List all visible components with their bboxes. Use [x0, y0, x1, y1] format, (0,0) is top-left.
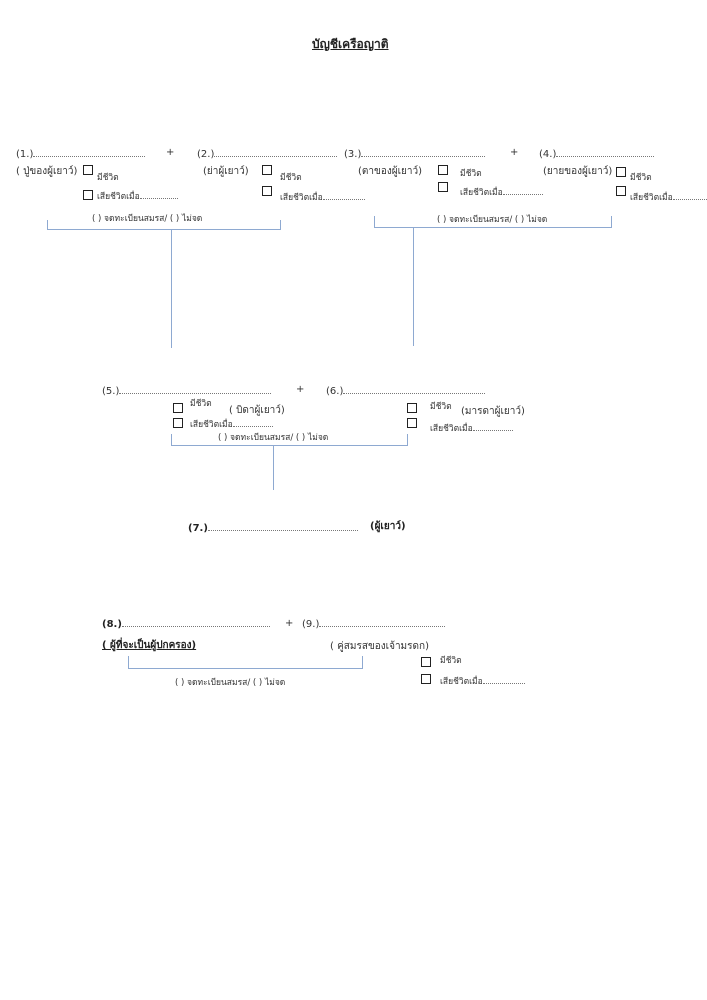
person-7-field[interactable]: (7.) — [188, 521, 358, 535]
connector-line — [128, 668, 363, 669]
plus-sign: + — [285, 618, 294, 629]
person-4-alive-checkbox[interactable] — [616, 167, 626, 177]
person-2-role: (ย่าผู้เยาว์) — [203, 166, 249, 177]
person-4-role: (ยายของผู้เยาว์) — [543, 166, 613, 177]
person-1-number: (1.) — [16, 149, 34, 160]
person-6-deceased-checkbox[interactable] — [407, 418, 417, 428]
plus-sign: + — [166, 147, 175, 158]
person-9-field[interactable]: (9.) — [302, 617, 446, 631]
person-2-deceased-checkbox[interactable] — [262, 186, 272, 196]
person-8-number: (8.) — [102, 619, 122, 630]
alive-label: มีชีวิต — [190, 399, 212, 409]
alive-label: มีชีวิต — [630, 173, 652, 183]
connector-line — [47, 229, 281, 230]
deceased-field[interactable]: เสียชีวิตเมื่อ — [440, 674, 525, 688]
person-6-field[interactable]: (6.) — [326, 384, 486, 398]
person-6-alive-checkbox[interactable] — [407, 403, 417, 413]
connector-line — [280, 220, 281, 230]
person-1-field[interactable]: (1.) — [16, 147, 146, 161]
connector-line — [273, 446, 274, 490]
person-6-number: (6.) — [326, 386, 344, 397]
connector-line — [362, 656, 363, 669]
connector-line — [128, 656, 129, 669]
person-4-number: (4.) — [539, 149, 557, 160]
person-5-number: (5.) — [102, 386, 120, 397]
alive-label: มีชีวิต — [460, 169, 482, 179]
connector-line — [171, 230, 172, 348]
person-9-deceased-checkbox[interactable] — [421, 674, 431, 684]
person-4-field[interactable]: (4.) — [539, 147, 655, 161]
person-3-deceased-checkbox[interactable] — [438, 182, 448, 192]
person-2-alive-checkbox[interactable] — [262, 165, 272, 175]
deceased-field[interactable]: เสียชีวิตเมื่อ — [430, 421, 513, 435]
plus-sign: + — [296, 384, 305, 395]
connector-line — [374, 216, 375, 228]
person-1-role: ( ปู่ของผู้เยาว์) — [16, 166, 78, 177]
person-7-role: (ผู้เยาว์) — [370, 521, 406, 532]
marriage-status-4[interactable]: ( ) จดทะเบียนสมรส/ ( ) ไม่จด — [175, 678, 286, 688]
connector-line — [611, 216, 612, 228]
deceased-field[interactable]: เสียชีวิตเมื่อ — [460, 185, 543, 199]
page-title: บัญชีเครือญาติ — [312, 37, 389, 51]
person-1-alive-checkbox[interactable] — [83, 165, 93, 175]
deceased-field[interactable]: เสียชีวิตเมื่อ — [630, 190, 707, 204]
person-4-deceased-checkbox[interactable] — [616, 186, 626, 196]
person-3-field[interactable]: (3.) — [344, 147, 486, 161]
deceased-field[interactable]: เสียชีวิตเมื่อ — [97, 189, 178, 203]
person-9-role: ( คู่สมรสของเจ้ามรดก) — [330, 641, 429, 652]
marriage-status-3[interactable]: ( ) จดทะเบียนสมรส/ ( ) ไม่จด — [218, 433, 329, 443]
alive-label: มีชีวิต — [97, 173, 119, 183]
person-9-number: (9.) — [302, 619, 320, 630]
person-9-alive-checkbox[interactable] — [421, 657, 431, 667]
person-5-field[interactable]: (5.) — [102, 384, 272, 398]
person-5-alive-checkbox[interactable] — [173, 403, 183, 413]
person-3-role: (ตาของผู้เยาว์) — [358, 166, 423, 177]
marriage-status-2[interactable]: ( ) จดทะเบียนสมรส/ ( ) ไม่จด — [437, 215, 548, 225]
person-2-number: (2.) — [197, 149, 215, 160]
connector-line — [407, 434, 408, 446]
connector-line — [374, 227, 612, 228]
person-6-role: (มารดาผู้เยาว์) — [461, 406, 525, 417]
person-8-role: ( ผู้ที่จะเป็นผู้ปกครอง) — [102, 640, 197, 651]
alive-label: มีชีวิต — [440, 656, 462, 666]
person-2-field[interactable]: (2.) — [197, 147, 338, 161]
alive-label: มีชีวิต — [430, 402, 452, 412]
deceased-field[interactable]: เสียชีวิตเมื่อ — [280, 190, 365, 204]
connector-line — [171, 445, 408, 446]
connector-line — [47, 220, 48, 230]
connector-line — [413, 228, 414, 346]
connector-line — [171, 434, 172, 446]
person-7-number: (7.) — [188, 523, 208, 534]
person-3-alive-checkbox[interactable] — [438, 165, 448, 175]
person-5-deceased-checkbox[interactable] — [173, 418, 183, 428]
person-8-field[interactable]: (8.) — [102, 617, 270, 631]
marriage-status-1[interactable]: ( ) จดทะเบียนสมรส/ ( ) ไม่จด — [92, 214, 203, 224]
plus-sign: + — [510, 147, 519, 158]
person-1-deceased-checkbox[interactable] — [83, 190, 93, 200]
person-3-number: (3.) — [344, 149, 362, 160]
deceased-field[interactable]: เสียชีวิตเมื่อ — [190, 417, 273, 431]
alive-label: มีชีวิต — [280, 173, 302, 183]
person-5-role: ( บิดาผู้เยาว์) — [229, 405, 285, 416]
